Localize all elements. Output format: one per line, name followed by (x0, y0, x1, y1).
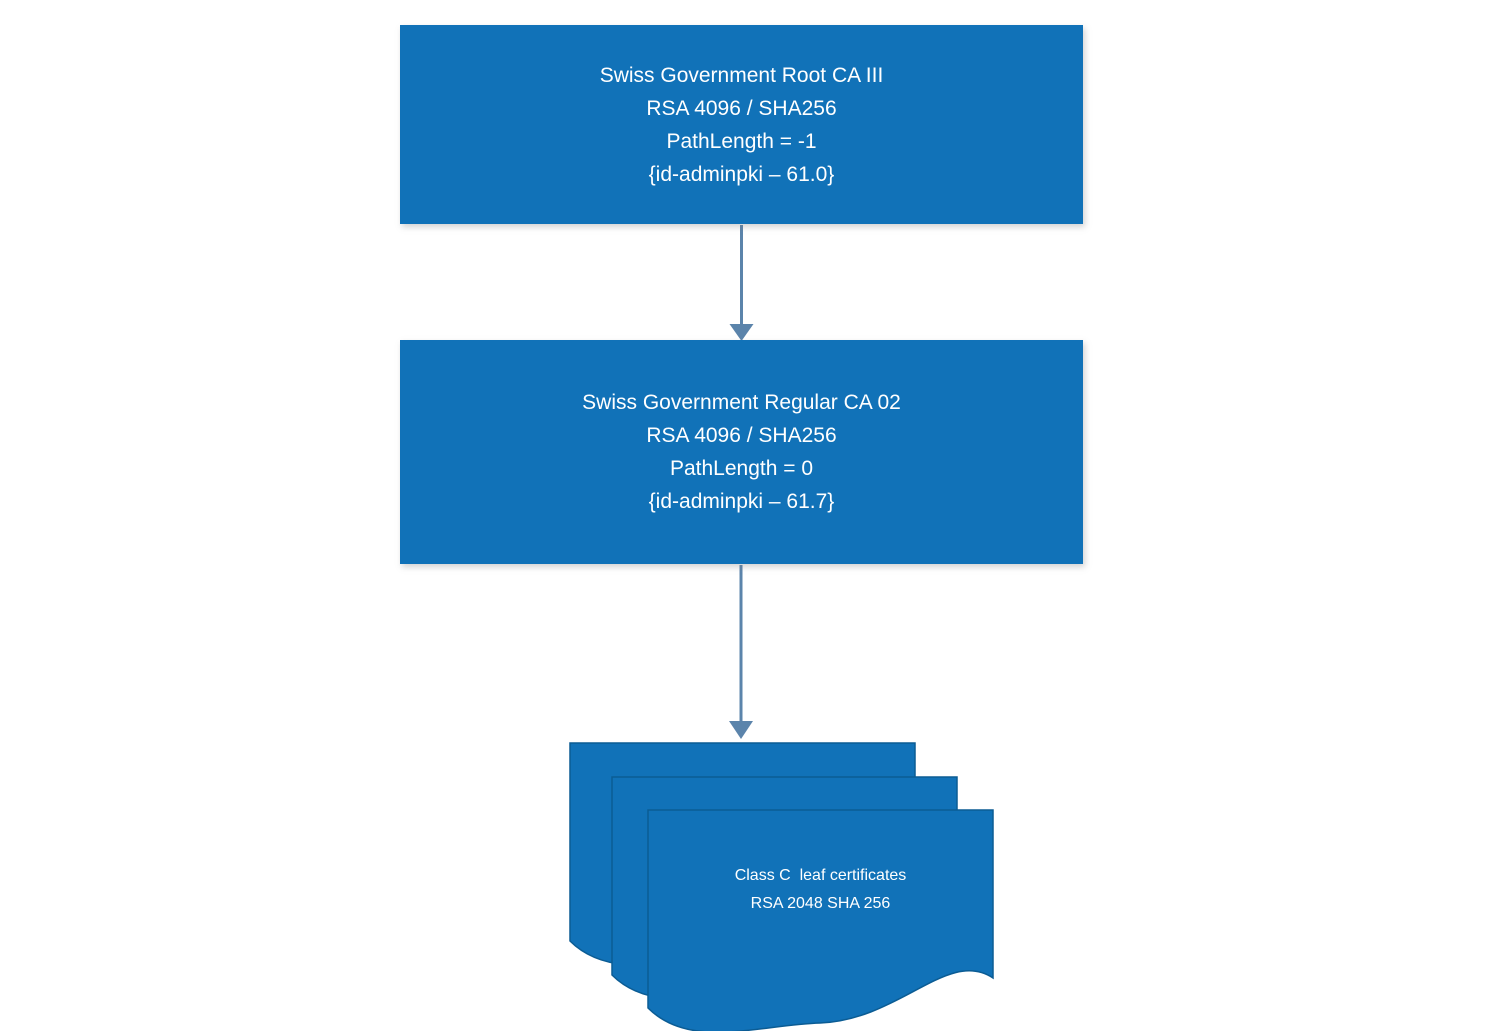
node-root-ca: Swiss Government Root CA III RSA 4096 / … (400, 25, 1083, 224)
node-pathlength: PathLength = -1 (666, 129, 817, 153)
arrow-down-icon (729, 721, 753, 739)
node-title: Class C leaf certificates (734, 867, 907, 884)
node-oid: {id-adminpki – 61.0} (648, 162, 835, 186)
node-key-algorithm: RSA 4096 / SHA256 (646, 96, 837, 120)
arrow-down-icon (729, 324, 754, 341)
connector-root-to-regular (729, 225, 754, 341)
document-shape-front (647, 809, 994, 1031)
node-key-algorithm: RSA 4096 / SHA256 (646, 424, 837, 447)
node-key-algorithm: RSA 2048 SHA 256 (750, 895, 891, 912)
connector-regular-to-leaf (729, 565, 753, 739)
node-regular-ca: Swiss Government Regular CA 02 RSA 4096 … (400, 340, 1083, 564)
node-oid: {id-adminpki – 61.7} (648, 490, 835, 513)
node-leaf-certificates: Class C leaf certificates RSA 2048 SHA 2… (648, 862, 993, 918)
node-title: Swiss Government Root CA III (599, 63, 884, 87)
node-title: Swiss Government Regular CA 02 (582, 391, 901, 414)
node-pathlength: PathLength = 0 (669, 457, 814, 480)
